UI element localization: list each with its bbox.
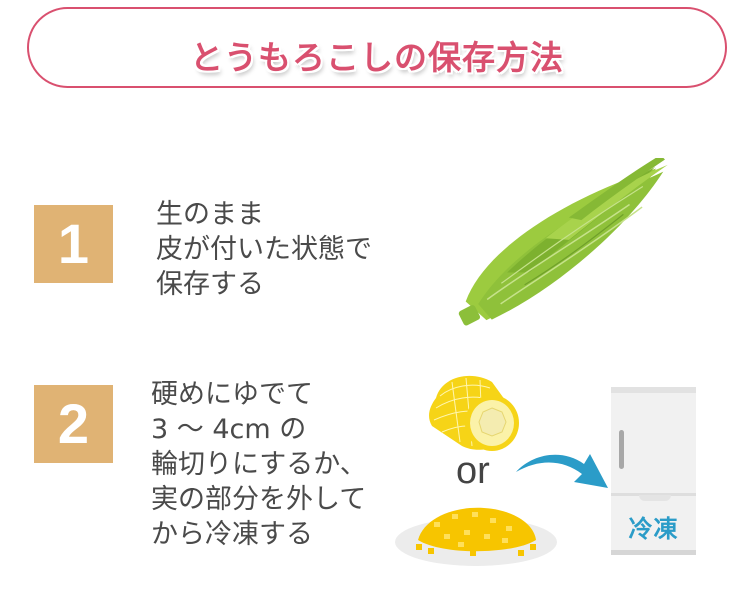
- freezer-label: 冷凍: [628, 515, 679, 543]
- fridge-hinge: [639, 495, 671, 501]
- step-2-line: 3 ～ 4cm の: [151, 414, 307, 445]
- step-2-line: から冷凍する: [151, 519, 313, 550]
- step-1-text: 生のまま 皮が付いた状態で 保存する: [156, 197, 372, 302]
- corn-round-slice-icon: [429, 375, 519, 451]
- fridge-bottom: [611, 550, 696, 555]
- fridge-top: [611, 387, 696, 393]
- corn-husk-icon: [458, 158, 668, 326]
- fridge-handle: [619, 430, 624, 469]
- corn-kernels-plate-icon: [395, 507, 557, 566]
- step-2-number-badge: 2: [34, 385, 113, 463]
- step-2-text: 硬めにゆでて 3 ～ 4cm の 輪切りにするか、 実の部分を外して から冷凍す…: [151, 377, 367, 552]
- step-1-number-badge: 1: [34, 205, 113, 283]
- or-label: or: [456, 450, 490, 492]
- step-2-line: 実の部分を外して: [151, 484, 367, 515]
- step-2-line: 硬めにゆでて: [151, 379, 313, 410]
- arrow-icon: [516, 454, 608, 488]
- freezer-fridge-icon: 冷凍: [611, 387, 696, 555]
- step-1-line: 皮が付いた状態で: [156, 234, 372, 265]
- step-1-line: 生のまま: [156, 199, 264, 230]
- fridge-divider: [611, 493, 696, 496]
- step-2-line: 輪切りにするか、: [151, 449, 367, 480]
- page-title: とうもろこしの保存方法: [190, 38, 564, 77]
- step-1-line: 保存する: [156, 269, 264, 300]
- title-banner: とうもろこしの保存方法: [27, 7, 727, 88]
